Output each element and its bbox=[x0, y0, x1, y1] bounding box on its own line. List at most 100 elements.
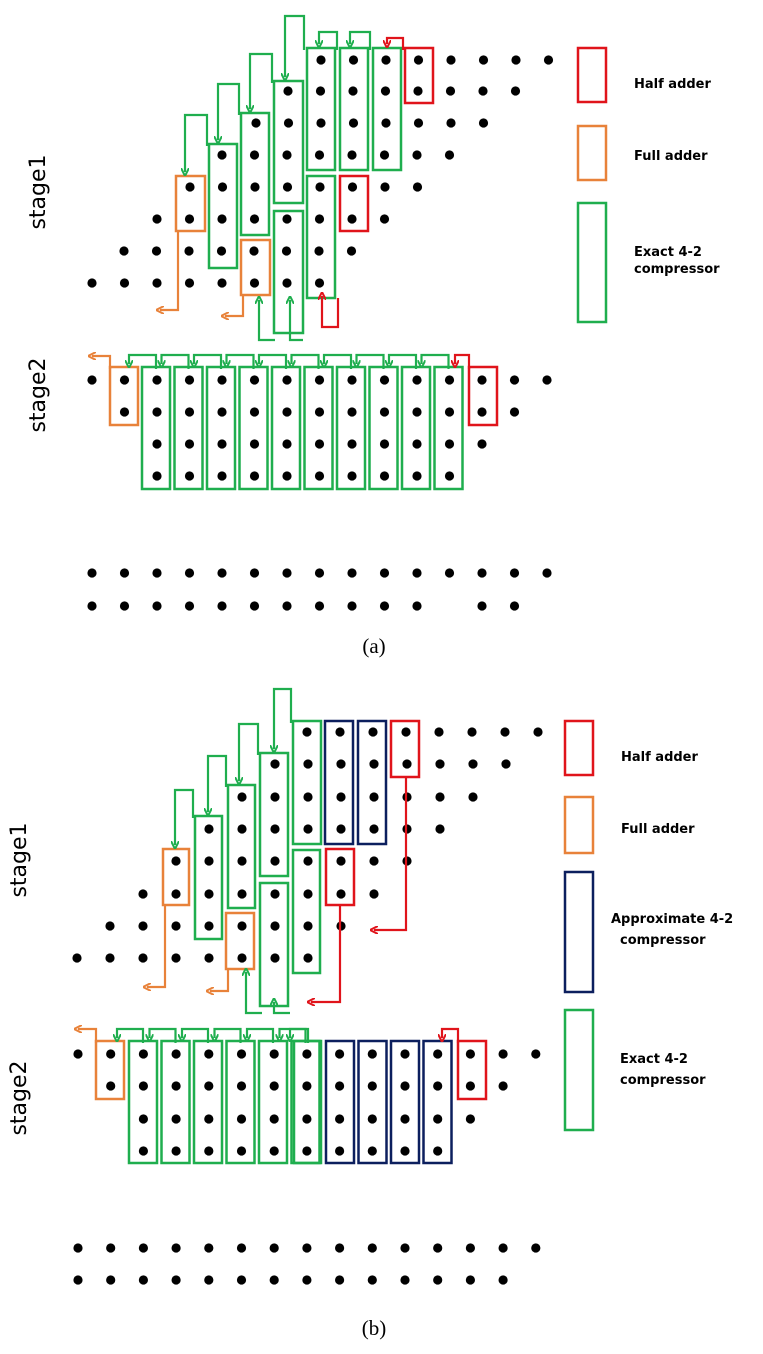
partial-product-dot bbox=[204, 1081, 214, 1091]
partial-product-dot bbox=[282, 407, 292, 417]
partial-product-dot bbox=[281, 246, 292, 256]
partial-product-dot bbox=[138, 921, 148, 931]
partial-product-dot bbox=[498, 1243, 508, 1253]
partial-product-dot bbox=[435, 824, 445, 834]
legend-approx-compressor-label-line2: compressor bbox=[620, 933, 706, 948]
partial-product-dot bbox=[249, 214, 260, 224]
exact-compressor-box bbox=[238, 365, 269, 491]
legend-full-adder-label: Full adder bbox=[634, 149, 708, 164]
partial-product-dot bbox=[412, 439, 422, 449]
partial-product-dot bbox=[152, 471, 162, 481]
partial-product-dot bbox=[249, 150, 260, 160]
partial-product-dot bbox=[184, 375, 195, 385]
partial-product-dot bbox=[269, 1049, 279, 1059]
carry-arrows bbox=[78, 687, 460, 1043]
partial-product-dot bbox=[138, 889, 148, 899]
partial-product-dot bbox=[237, 856, 247, 866]
partial-product-dot bbox=[283, 86, 293, 96]
partial-product-dot bbox=[204, 1146, 214, 1156]
partial-product-dot bbox=[348, 55, 359, 65]
partial-product-dot bbox=[379, 601, 390, 611]
caption-b: (b) bbox=[362, 1316, 387, 1340]
stage2-label: stage2 bbox=[26, 357, 51, 432]
partial-product-dot bbox=[336, 759, 346, 769]
partial-product-dot bbox=[236, 1146, 247, 1156]
partial-product-dot bbox=[138, 1243, 148, 1253]
partial-product-dot bbox=[402, 759, 412, 769]
partial-product-dot bbox=[282, 182, 293, 192]
partial-product-dot bbox=[509, 375, 520, 385]
exact-compressor-box bbox=[272, 209, 305, 335]
carry-arrow bbox=[182, 1027, 210, 1043]
legend: Half adder Full adder Exact 4-2 compress… bbox=[576, 46, 720, 324]
partial-product-dot bbox=[119, 568, 130, 578]
partial-product-dot bbox=[531, 1049, 541, 1059]
partial-product-dot bbox=[249, 246, 259, 256]
partial-product-dot bbox=[336, 889, 346, 899]
exact-compressor-box bbox=[225, 1039, 256, 1165]
partial-product-dot bbox=[249, 601, 260, 611]
exact-compressor-box bbox=[270, 365, 302, 491]
panel-a: stage1 stage2 Half adder Full adder Exac… bbox=[26, 14, 720, 658]
partial-product-dot bbox=[367, 1146, 377, 1156]
partial-product-dot bbox=[509, 568, 520, 578]
panel-b: stage1 stage2 Half adder Full adder Appr… bbox=[7, 687, 733, 1340]
partial-product-dot bbox=[270, 856, 280, 866]
partial-product-dot bbox=[347, 601, 357, 611]
partial-product-dot bbox=[510, 86, 521, 96]
partial-product-dot bbox=[433, 1243, 443, 1253]
partial-product-dot bbox=[379, 568, 390, 578]
partial-product-dot bbox=[185, 182, 195, 192]
partial-product-dot bbox=[269, 1275, 279, 1285]
partial-product-dot bbox=[501, 759, 511, 769]
carry-arrow bbox=[350, 30, 372, 50]
partial-product-dot bbox=[314, 278, 325, 288]
partial-product-dot bbox=[346, 246, 357, 256]
carry-arrow bbox=[162, 353, 190, 369]
partial-product-dot bbox=[379, 439, 390, 449]
legend-half-adder-label: Half adder bbox=[621, 750, 698, 765]
partial-product-dot bbox=[138, 1275, 148, 1285]
partial-product-dot bbox=[171, 1243, 181, 1253]
partial-product-dot bbox=[367, 1243, 377, 1253]
partial-product-dot bbox=[400, 1146, 410, 1156]
partial-product-dot bbox=[302, 1081, 312, 1091]
partial-product-dot bbox=[412, 407, 422, 417]
partial-product-dot bbox=[302, 1275, 312, 1285]
exact-compressor-box bbox=[127, 1039, 159, 1165]
partial-product-dot bbox=[217, 439, 227, 449]
exact-compressor-box bbox=[371, 46, 403, 172]
carry-arrow bbox=[422, 353, 450, 369]
partial-product-dot bbox=[369, 792, 379, 802]
partial-product-dot bbox=[87, 601, 97, 611]
partial-product-dot bbox=[336, 824, 346, 834]
partial-product-dot bbox=[335, 1146, 345, 1156]
partial-product-dot bbox=[119, 246, 129, 256]
partial-product-dot bbox=[314, 601, 325, 611]
partial-product-dot bbox=[217, 601, 227, 611]
legend-full-adder-swatch bbox=[563, 795, 595, 855]
partial-product-dot bbox=[335, 1275, 345, 1285]
partial-product-dot bbox=[465, 1049, 475, 1059]
partial-product-dot bbox=[335, 1243, 345, 1253]
partial-product-dot bbox=[509, 601, 520, 611]
partial-product-dot bbox=[217, 278, 227, 288]
approx-compressor-box bbox=[357, 1039, 388, 1165]
legend: Half adder Full adder Approximate 4-2 co… bbox=[563, 719, 733, 1132]
carry-arrow bbox=[239, 722, 260, 781]
partial-product-dot bbox=[336, 792, 346, 802]
partial-product-dot bbox=[400, 1114, 410, 1124]
partial-product-dot bbox=[106, 1243, 116, 1253]
partial-product-dot bbox=[217, 568, 227, 578]
carry-arrow bbox=[78, 1029, 98, 1043]
partial-product-dot bbox=[171, 889, 181, 899]
exact-compressor-box bbox=[433, 365, 464, 491]
legend-exact-compressor-label-line1: Exact 4-2 bbox=[634, 245, 702, 260]
partial-product-dot bbox=[171, 1146, 181, 1156]
exact-compressor-box bbox=[258, 751, 290, 878]
partial-product-dot bbox=[119, 407, 130, 417]
partial-product-dot bbox=[282, 214, 292, 224]
partial-product-dot bbox=[184, 214, 195, 224]
carry-arrow bbox=[246, 972, 262, 1015]
partial-product-dot bbox=[184, 471, 195, 481]
